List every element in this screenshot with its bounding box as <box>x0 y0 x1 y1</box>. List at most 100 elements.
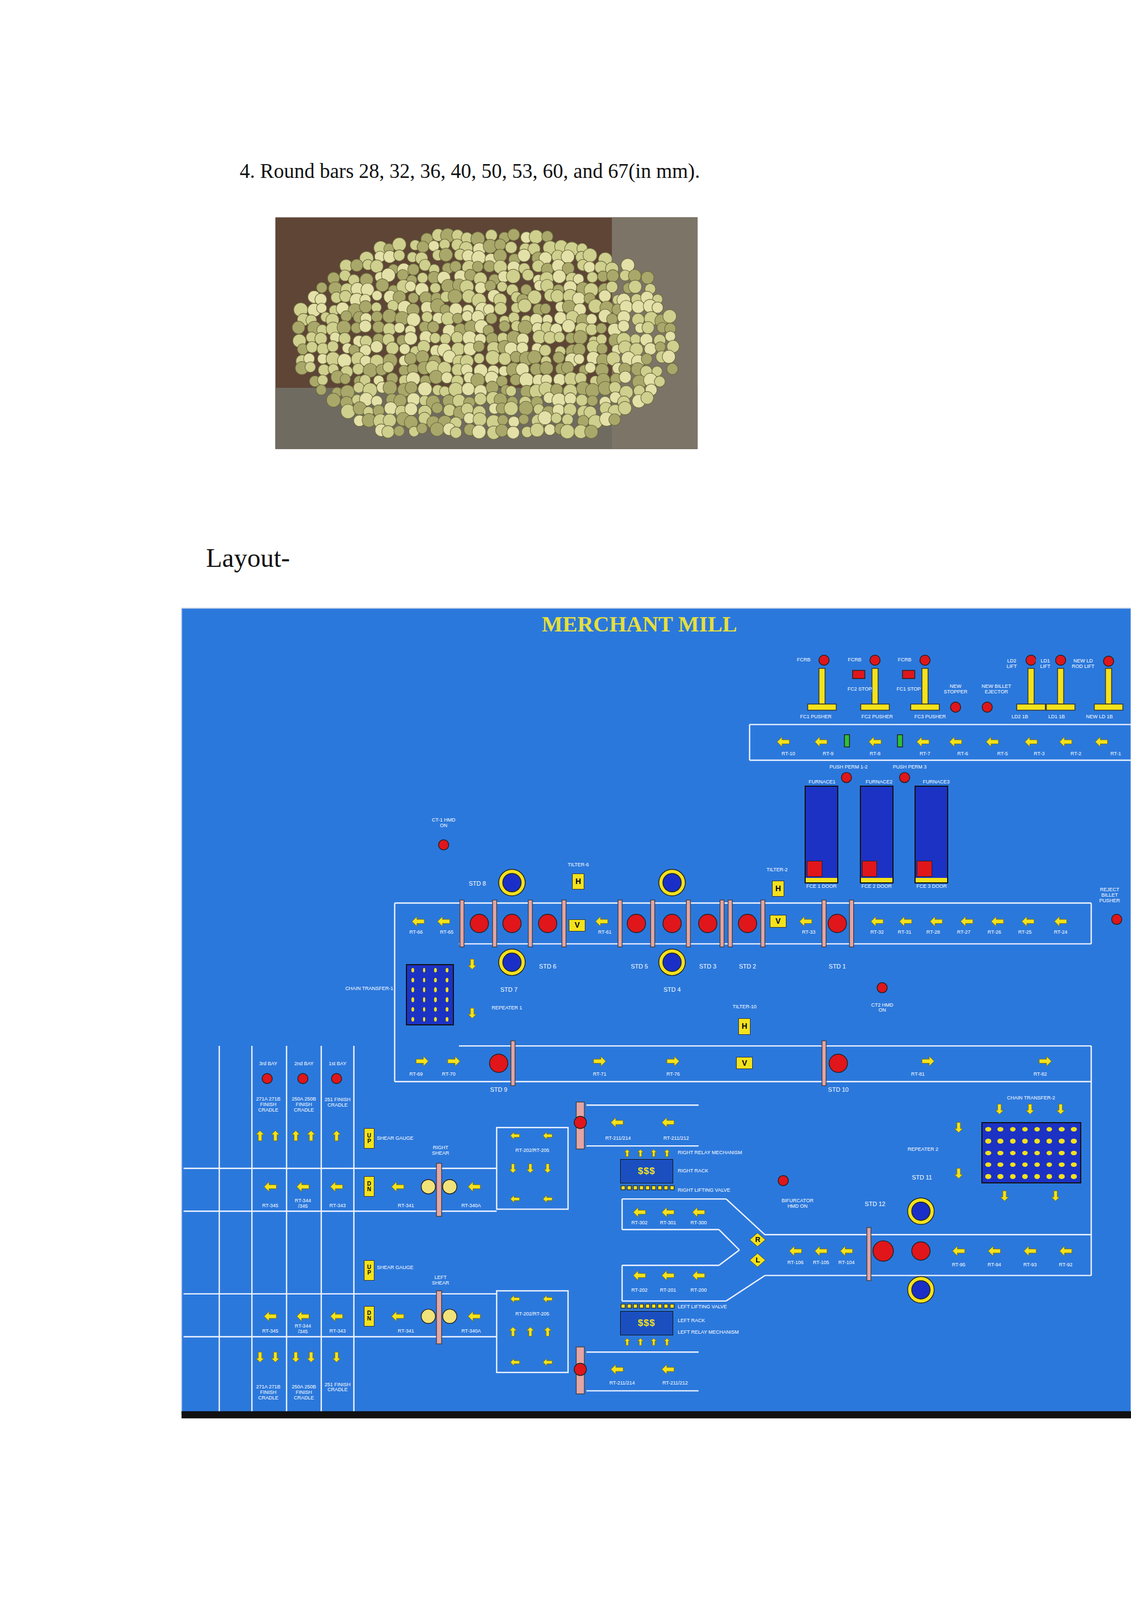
bar-end <box>495 424 509 437</box>
stand-housing <box>867 1227 871 1281</box>
bar-end <box>506 426 520 440</box>
equipment-label: RT-32 <box>869 929 885 935</box>
equipment-label: RT-211/214 <box>608 1380 636 1386</box>
equipment-label: FURNACE1 <box>807 779 837 785</box>
conveyor-arrow <box>391 1181 404 1192</box>
conveyor-arrow <box>840 1245 853 1256</box>
status-lamp <box>876 982 887 993</box>
equipment-label: STD 12 <box>864 1200 886 1207</box>
equipment-label: 271A 271B FINISH CRADLE <box>253 1383 284 1401</box>
button-letter: H <box>741 1021 748 1030</box>
equipment-label: RT-6 <box>957 751 969 757</box>
control-button: V <box>736 1056 753 1069</box>
vertical-roll-ring <box>658 948 686 976</box>
stand-housing <box>650 899 655 947</box>
chain-dot <box>445 986 449 992</box>
bar-end <box>541 230 553 242</box>
stand-housing <box>510 1040 515 1086</box>
bar-end <box>654 341 666 353</box>
bar-end <box>392 237 407 252</box>
equipment-label: RT-201 <box>659 1287 677 1293</box>
equipment-label: CT2 HMD ON <box>868 1002 896 1014</box>
equipment-label: FC2 STOP <box>847 686 873 692</box>
bar-end <box>664 330 676 342</box>
bar-end <box>641 353 653 365</box>
status-lamp <box>1026 654 1037 665</box>
equipment-label: RT-27 <box>956 929 971 935</box>
equipment-label: STD 6 <box>538 962 557 970</box>
roller-table-edge <box>353 1045 355 1411</box>
diamond-letter: L <box>755 1255 760 1264</box>
bar-end <box>315 384 327 395</box>
diagram-title: MERCHANT MILL <box>541 611 738 637</box>
conveyor-arrow <box>391 1311 404 1321</box>
conveyor-arrow <box>542 1195 553 1203</box>
equipment-label: STD 7 <box>499 985 519 993</box>
bar-end <box>641 271 654 284</box>
conveyor-arrow <box>995 1103 1004 1114</box>
bar-end <box>358 319 372 332</box>
bar-end <box>498 352 512 366</box>
chain-dot <box>997 1173 1004 1179</box>
conveyor-arrow <box>662 1117 675 1128</box>
furnace-label: FCE 2 DOOR <box>860 883 893 890</box>
bar-end <box>666 363 678 375</box>
furnace-door <box>805 877 838 882</box>
chain-dot <box>1058 1150 1065 1156</box>
chain-dot <box>1070 1138 1077 1144</box>
button-letter: DN <box>366 1309 372 1321</box>
bar-end <box>340 310 352 322</box>
chain-dot <box>423 996 426 1002</box>
bar-end <box>383 380 398 395</box>
hmi-panel <box>181 608 1131 1413</box>
stand-housing <box>760 899 765 947</box>
stand-housing <box>617 899 622 947</box>
stand-roll <box>627 913 646 933</box>
bar-end <box>519 400 533 415</box>
bifurcator-diamond: R <box>749 1232 766 1247</box>
chain-dot <box>985 1150 992 1156</box>
equipment-label: RT-343 <box>329 1328 347 1334</box>
conveyor-arrow <box>777 736 790 747</box>
bar-end <box>405 280 417 292</box>
bar-end <box>430 422 445 437</box>
bar-end <box>552 351 565 364</box>
bar-end <box>587 395 598 406</box>
bar-end <box>447 289 462 304</box>
equipment-label: FCRB <box>847 657 863 663</box>
conveyor-arrow <box>624 1337 631 1345</box>
equipment-label: RT-70 <box>441 1071 456 1077</box>
chain-dot <box>434 977 437 983</box>
bar-end <box>417 272 428 283</box>
equipment-label: RT-5 <box>996 751 1009 757</box>
chain-dot <box>1034 1161 1041 1167</box>
sensor-marker <box>844 734 850 747</box>
conveyor-arrow <box>1023 1245 1037 1256</box>
roller-table-edge <box>251 1045 253 1411</box>
vertical-roll-ring <box>498 948 526 976</box>
equipment-label: RT-344 /345 <box>292 1323 314 1335</box>
stand-roll <box>662 913 681 933</box>
conveyor-arrow <box>651 1337 657 1345</box>
equipment-label: LEFT RACK <box>677 1318 706 1324</box>
equipment-label: NEW LD 1B <box>1085 714 1114 720</box>
bar-end <box>606 269 620 282</box>
equipment-label: RT-93 <box>1022 1261 1038 1268</box>
stand-housing <box>821 1040 826 1086</box>
valve-block <box>621 1185 626 1189</box>
conveyor-arrow <box>960 916 974 927</box>
chain-dot <box>423 1016 426 1022</box>
chain-dot <box>445 1006 449 1012</box>
bar-end <box>473 412 487 426</box>
status-lamp <box>1055 654 1066 665</box>
bar-end <box>506 268 521 283</box>
equipment-label: 251 FINISH CRADLE <box>322 1381 353 1393</box>
stand-roll <box>698 913 717 933</box>
conveyor-arrow <box>662 1364 675 1374</box>
equipment-label: RT-65 <box>439 929 454 935</box>
conveyor-arrow <box>610 1364 623 1374</box>
control-button: V <box>769 914 787 927</box>
bar-end <box>382 361 394 373</box>
conveyor-arrow <box>1026 1103 1035 1114</box>
bar-end <box>497 414 509 426</box>
